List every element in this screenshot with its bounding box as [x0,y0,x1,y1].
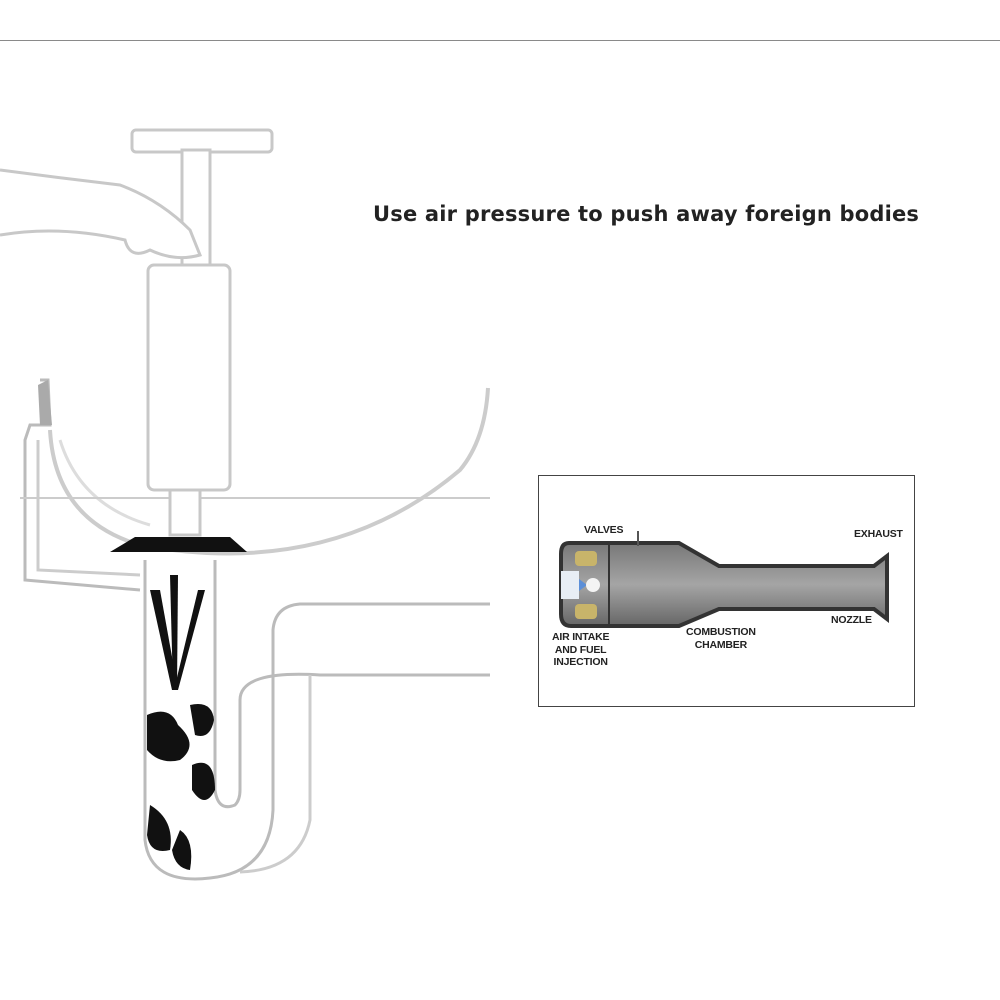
headline: Use air pressure to push away foreign bo… [373,202,920,226]
label-line: CHAMBER [694,638,747,651]
label-line: AND FUEL [554,643,607,656]
down-arrow-icon [150,575,205,690]
debris [147,704,215,870]
sink-basin [20,378,490,592]
plunger-cup [110,537,247,552]
valve-bottom [575,604,597,619]
pulse-jet-diagram-inset: VALVES EXHAUST NOZZLE COMBUSTION CHAMBER… [538,475,915,707]
label-combustion-chamber: COMBUSTION CHAMBER [686,626,756,651]
label-air-intake: AIR INTAKE AND FUEL INJECTION [552,631,610,669]
pulse-jet-engine [559,531,889,628]
air-intake [561,571,579,599]
label-line: COMBUSTION [686,626,756,638]
faucet [38,380,52,425]
top-divider [0,40,1000,41]
label-line: AIR INTAKE [552,631,610,643]
label-line: INJECTION [553,656,608,668]
hand [0,168,203,260]
label-exhaust: EXHAUST [854,528,903,540]
label-nozzle: NOZZLE [831,614,872,626]
blue-arrow-icon [579,579,587,591]
pump [130,128,274,537]
label-valves: VALVES [584,524,624,536]
valve-top [575,551,597,566]
drain-pipe [143,560,490,881]
